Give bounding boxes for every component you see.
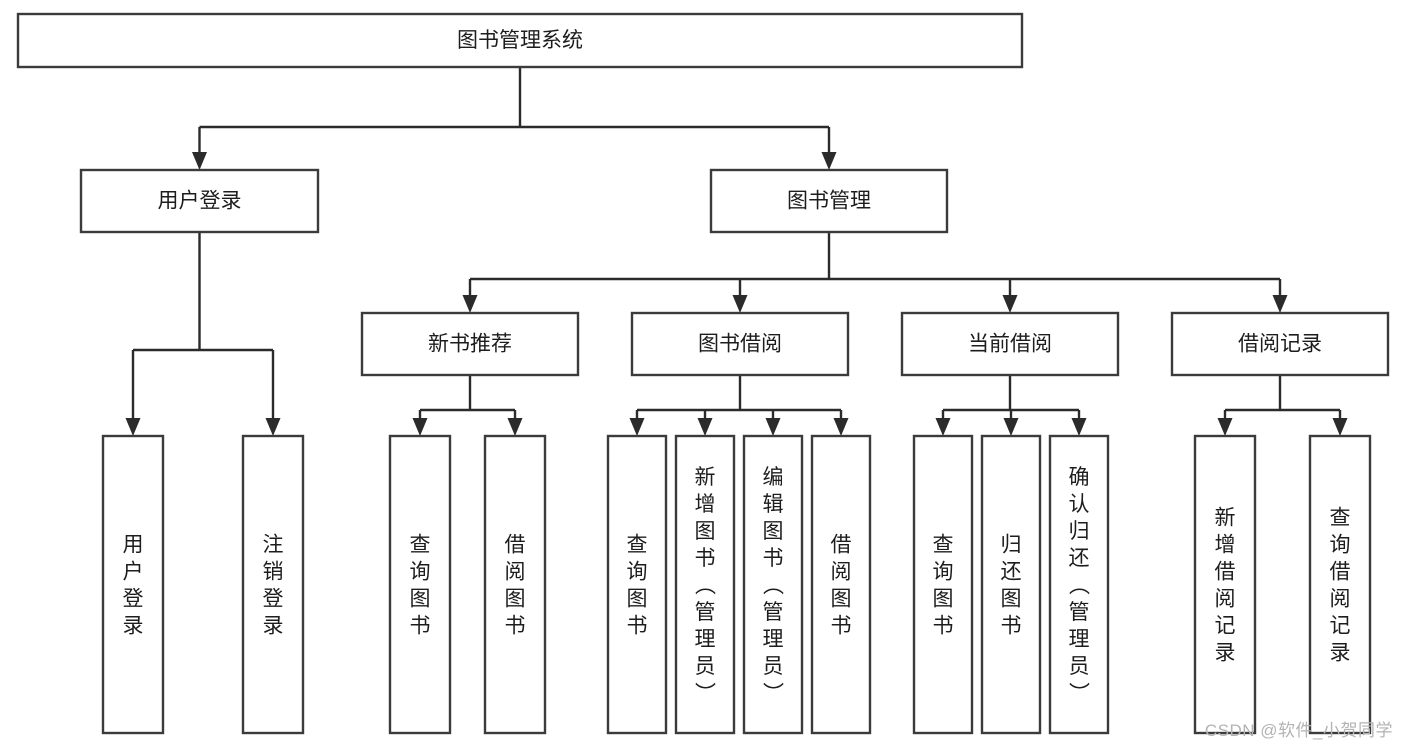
connector-group-new-book-rec bbox=[412, 375, 523, 436]
node-box-current-borrow[interactable] bbox=[900, 311, 1120, 377]
watermark-text: CSDN @软件_小贺同学 bbox=[1204, 721, 1393, 740]
node-box-leaf-edit-book[interactable] bbox=[742, 434, 804, 735]
node-box-leaf-add-book[interactable] bbox=[674, 434, 736, 735]
node-box-user-login[interactable] bbox=[79, 168, 320, 234]
node-label-leaf-confirm-return: 确认归还（管理员） bbox=[1069, 466, 1091, 705]
node-borrow-record[interactable]: 借阅记录 bbox=[1170, 311, 1390, 377]
node-label-leaf-query-record: 查询借阅记录 bbox=[1330, 507, 1351, 665]
node-label-current-borrow: 当前借阅 bbox=[968, 333, 1052, 356]
node-label-leaf-borrow-book-rec: 借阅图书 bbox=[505, 534, 526, 638]
node-label-leaf-query-book-rec: 查询图书 bbox=[410, 534, 431, 638]
node-label-book-manage: 图书管理 bbox=[787, 190, 871, 213]
node-label-leaf-query-book-bb: 查询图书 bbox=[627, 534, 648, 638]
node-leaf-confirm-return[interactable]: 确认归还（管理员） bbox=[1048, 434, 1110, 735]
node-box-leaf-user-login[interactable] bbox=[101, 434, 165, 735]
node-leaf-user-login[interactable]: 用户登录 bbox=[101, 434, 165, 735]
node-box-leaf-borrow-book-rec[interactable] bbox=[483, 434, 547, 735]
connector-layer bbox=[125, 67, 1348, 436]
node-box-book-manage[interactable] bbox=[709, 168, 949, 234]
node-leaf-add-book[interactable]: 新增图书（管理员） bbox=[674, 434, 736, 735]
node-label-user-login: 用户登录 bbox=[158, 190, 242, 213]
node-user-login[interactable]: 用户登录 bbox=[79, 168, 320, 234]
node-label-leaf-edit-book: 编辑图书（管理员） bbox=[763, 466, 785, 705]
node-current-borrow[interactable]: 当前借阅 bbox=[900, 311, 1120, 377]
node-root[interactable]: 图书管理系统 bbox=[16, 12, 1024, 69]
node-label-leaf-user-login: 用户登录 bbox=[123, 534, 144, 638]
node-box-leaf-logout[interactable] bbox=[241, 434, 305, 735]
node-box-new-book-rec[interactable] bbox=[360, 311, 580, 377]
node-box-leaf-query-record[interactable] bbox=[1308, 434, 1372, 735]
node-leaf-add-record[interactable]: 新增借阅记录 bbox=[1193, 434, 1257, 735]
node-box-leaf-query-book-cb[interactable] bbox=[912, 434, 974, 735]
node-label-borrow-record: 借阅记录 bbox=[1238, 333, 1322, 356]
node-box-leaf-add-record[interactable] bbox=[1193, 434, 1257, 735]
node-leaf-query-book-bb[interactable]: 查询图书 bbox=[606, 434, 668, 735]
connector-group-user-login bbox=[125, 232, 281, 436]
node-label-leaf-logout: 注销登录 bbox=[263, 534, 284, 638]
node-box-borrow-record[interactable] bbox=[1170, 311, 1390, 377]
node-box-leaf-confirm-return[interactable] bbox=[1048, 434, 1110, 735]
node-book-borrow[interactable]: 图书借阅 bbox=[630, 311, 850, 377]
node-box-leaf-borrow-book-bb[interactable] bbox=[810, 434, 872, 735]
node-label-leaf-borrow-book-bb: 借阅图书 bbox=[831, 534, 852, 638]
connector-group-borrow-record bbox=[1217, 375, 1348, 436]
node-label-new-book-rec: 新书推荐 bbox=[428, 333, 512, 356]
node-label-leaf-add-record: 新增借阅记录 bbox=[1215, 507, 1236, 665]
node-label-leaf-add-book: 新增图书（管理员） bbox=[695, 466, 717, 705]
connector-group-root bbox=[192, 67, 837, 170]
node-label-leaf-query-book-cb: 查询图书 bbox=[933, 534, 954, 638]
node-leaf-return-book[interactable]: 归还图书 bbox=[980, 434, 1042, 735]
node-leaf-borrow-book-rec[interactable]: 借阅图书 bbox=[483, 434, 547, 735]
node-label-leaf-return-book: 归还图书 bbox=[1001, 534, 1022, 638]
node-label-book-borrow: 图书借阅 bbox=[698, 333, 782, 356]
node-box-leaf-return-book[interactable] bbox=[980, 434, 1042, 735]
node-leaf-edit-book[interactable]: 编辑图书（管理员） bbox=[742, 434, 804, 735]
connector-group-book-borrow bbox=[629, 375, 849, 436]
node-box-leaf-query-book-bb[interactable] bbox=[606, 434, 668, 735]
node-layer: 图书管理系统用户登录图书管理新书推荐图书借阅当前借阅借阅记录用户登录注销登录查询… bbox=[16, 12, 1390, 735]
node-leaf-query-book-rec[interactable]: 查询图书 bbox=[388, 434, 452, 735]
node-book-manage[interactable]: 图书管理 bbox=[709, 168, 949, 234]
node-box-leaf-query-book-rec[interactable] bbox=[388, 434, 452, 735]
node-leaf-query-book-cb[interactable]: 查询图书 bbox=[912, 434, 974, 735]
connector-group-current-borrow bbox=[935, 375, 1087, 436]
node-leaf-query-record[interactable]: 查询借阅记录 bbox=[1308, 434, 1372, 735]
node-new-book-rec[interactable]: 新书推荐 bbox=[360, 311, 580, 377]
connector-group-book-manage bbox=[462, 232, 1288, 313]
node-leaf-borrow-book-bb[interactable]: 借阅图书 bbox=[810, 434, 872, 735]
node-label-root: 图书管理系统 bbox=[457, 29, 583, 52]
node-box-book-borrow[interactable] bbox=[630, 311, 850, 377]
node-box-root[interactable] bbox=[16, 12, 1024, 69]
node-leaf-logout[interactable]: 注销登录 bbox=[241, 434, 305, 735]
